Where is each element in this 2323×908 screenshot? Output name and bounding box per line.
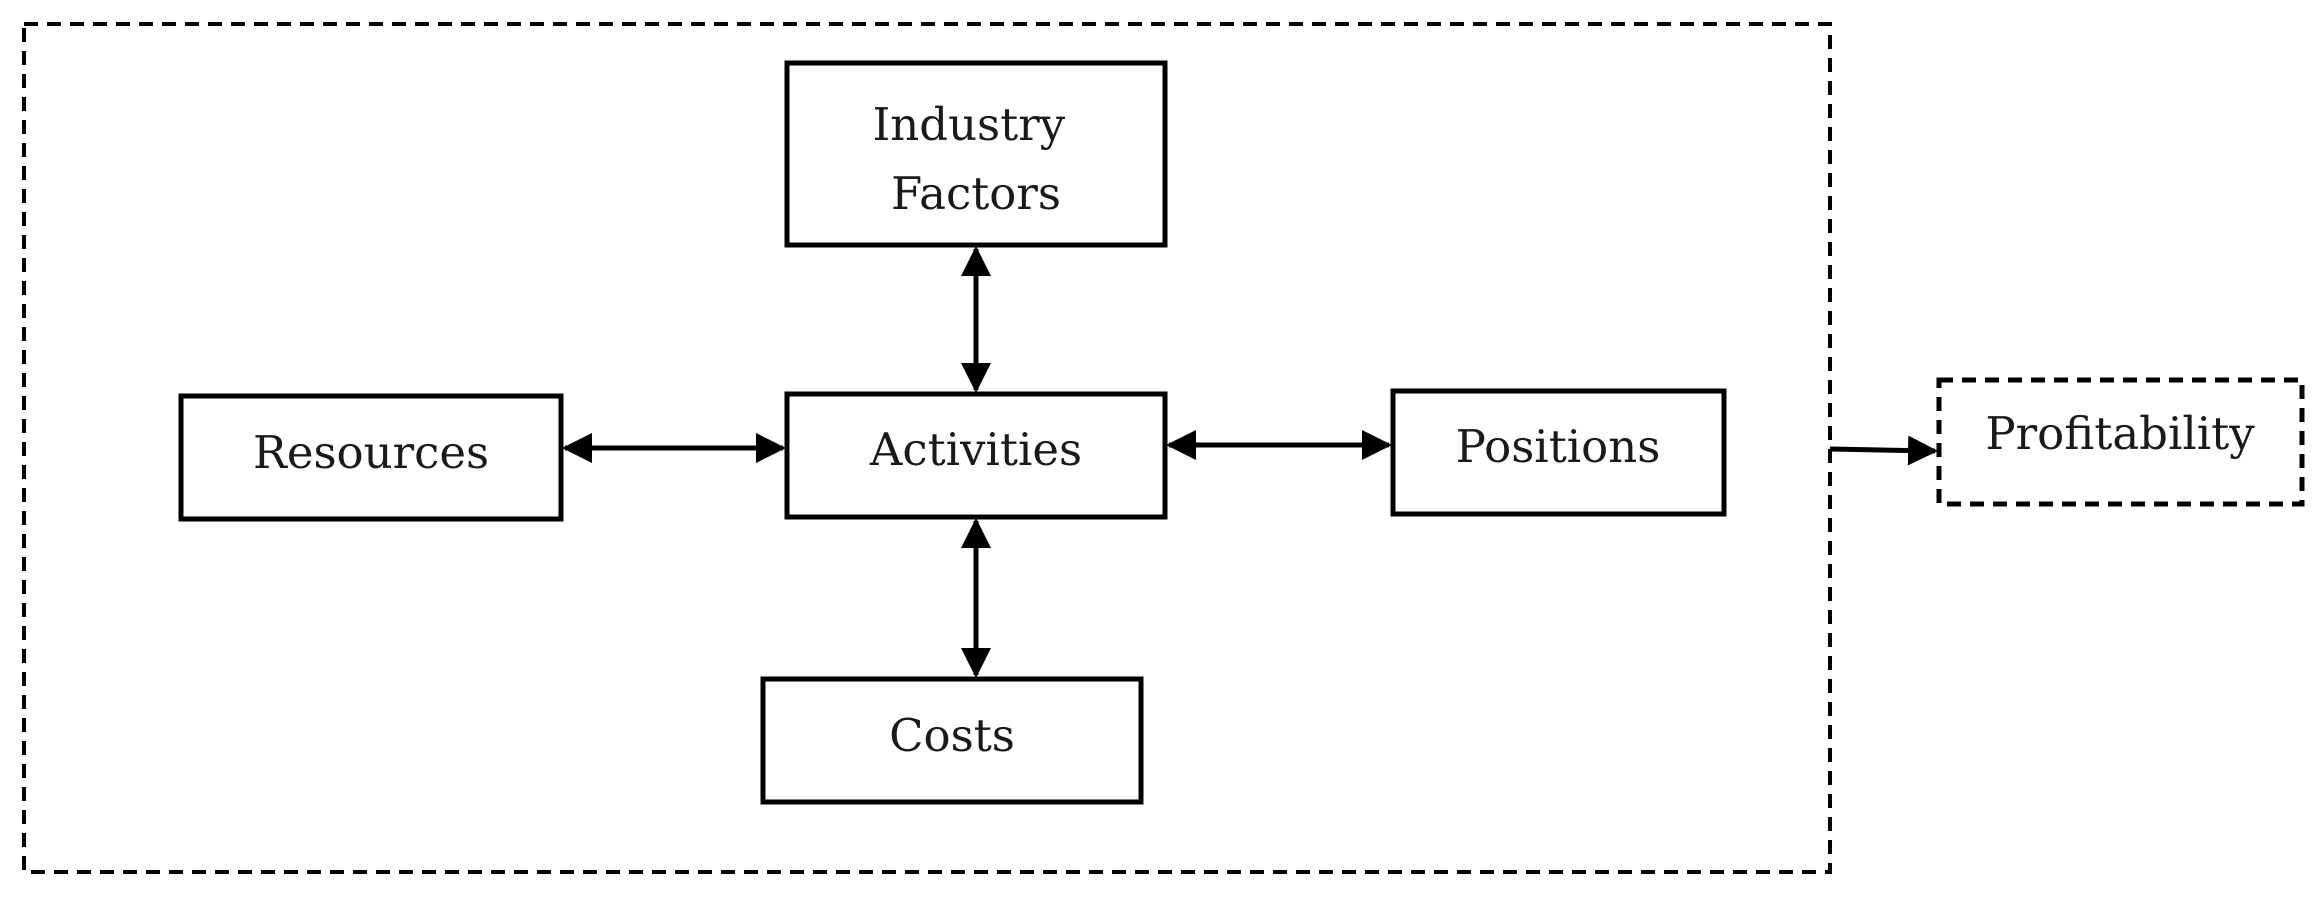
node-activities-box [784,391,1168,520]
node-activities-label: Activities [869,423,1082,476]
system-boundary [22,22,1832,874]
node-activities: Activities [784,391,1168,520]
node-profitability: Profitability [1936,377,2305,507]
node-costs-label: Costs [889,709,1015,762]
node-industry-factors-label: Industry Factors [873,98,1080,220]
node-resources-box [178,393,564,522]
node-positions: Positions [1390,388,1727,517]
node-industry-factors: Industry Factors [784,60,1168,248]
arrow-boundary-profitability [1829,435,1938,466]
node-industry-factors-box [784,60,1168,248]
node-profitability-box [1936,377,2305,507]
node-resources: Resources [178,393,564,522]
node-positions-label: Positions [1456,420,1661,473]
node-positions-box [1390,388,1727,517]
node-industry-factors-line1: Industry [873,98,1066,151]
node-costs: Costs [760,676,1144,805]
node-profitability-label: Profitability [1985,407,2255,460]
node-costs-box [760,676,1144,805]
node-industry-factors-line2: Factors [891,167,1061,220]
node-resources-label: Resources [253,426,489,479]
